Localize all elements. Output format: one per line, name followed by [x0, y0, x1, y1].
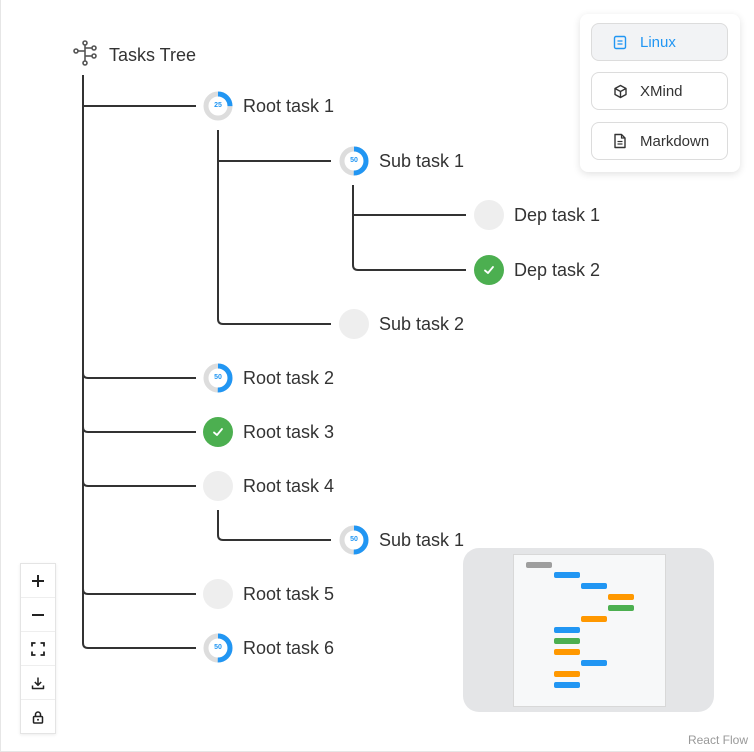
node-label: Sub task 1	[379, 150, 465, 171]
xmind-button[interactable]: XMind	[591, 72, 728, 110]
node-root-task-2[interactable]: 50 Root task 2	[203, 362, 334, 394]
minimap-node	[554, 638, 580, 644]
node-label: Root task 3	[243, 421, 335, 442]
tasks-tree-title[interactable]: Tasks Tree	[73, 40, 196, 71]
status-empty-circle	[203, 579, 233, 609]
check-icon	[474, 255, 504, 285]
linux-button-label: Linux	[640, 33, 676, 51]
flow-controls	[20, 563, 56, 734]
edge-dep2	[352, 215, 466, 271]
node-root-task-5[interactable]: Root task 5	[203, 578, 334, 610]
node-label: Dep task 2	[514, 259, 601, 280]
node-sub-task-2[interactable]: Sub task 2	[339, 308, 464, 340]
node-root-task-3[interactable]: Root task 3	[203, 416, 334, 448]
progress-value: 50	[350, 536, 358, 543]
node-root-task-6[interactable]: 50 Root task 6	[203, 632, 334, 664]
node-root-task-1[interactable]: 25 Root task 1	[203, 90, 334, 122]
xmind-button-label: XMind	[640, 82, 683, 100]
progress-ring: 50	[203, 633, 233, 663]
node-label: Root task 1	[243, 95, 335, 116]
plus-icon	[32, 574, 44, 587]
minus-icon	[32, 613, 44, 616]
tree-icon	[73, 40, 97, 71]
lock-icon	[32, 710, 44, 724]
node-label: Root task 4	[243, 475, 335, 496]
node-label: Root task 2	[243, 367, 335, 388]
edge-root4	[82, 480, 196, 487]
edge-root5	[82, 588, 196, 595]
minimap-node	[581, 583, 607, 589]
minimap-node	[608, 594, 634, 600]
react-flow-attribution[interactable]: React Flow	[687, 733, 748, 747]
progress-value: 25	[214, 102, 222, 109]
status-empty-circle	[203, 471, 233, 501]
fit-view-icon	[31, 641, 45, 656]
node-dep-task-1[interactable]: Dep task 1	[474, 199, 600, 231]
document-icon	[612, 34, 628, 50]
markdown-button[interactable]: Markdown	[591, 122, 728, 160]
markdown-button-label: Markdown	[640, 132, 710, 150]
minimap-node	[608, 605, 634, 611]
minimap-node	[526, 562, 552, 568]
edge-sub1b	[217, 510, 331, 541]
download-icon	[31, 677, 45, 689]
node-label: Root task 6	[243, 637, 335, 658]
minimap-node	[554, 572, 580, 578]
minimap[interactable]	[463, 548, 714, 712]
minimap-node	[581, 660, 607, 666]
zoom-out-button[interactable]	[21, 598, 55, 632]
progress-value: 50	[214, 374, 222, 381]
minimap-node	[554, 649, 580, 655]
node-dep-task-2[interactable]: Dep task 2	[474, 254, 600, 286]
minimap-node	[554, 627, 580, 633]
edge-root3	[82, 426, 196, 433]
progress-ring: 50	[339, 525, 369, 555]
minimap-viewport[interactable]	[513, 554, 666, 707]
node-root-task-4[interactable]: Root task 4	[203, 470, 334, 502]
download-button[interactable]	[21, 666, 55, 700]
linux-button[interactable]: Linux	[591, 23, 728, 61]
file-text-icon	[612, 133, 628, 149]
status-empty-circle	[474, 200, 504, 230]
progress-value: 50	[350, 157, 358, 164]
minimap-node	[581, 616, 607, 622]
minimap-node	[554, 682, 580, 688]
progress-ring: 25	[203, 91, 233, 121]
cube-icon	[612, 83, 628, 99]
progress-ring: 50	[339, 146, 369, 176]
node-label: Sub task 1	[379, 529, 465, 550]
edge-trunk	[82, 75, 196, 649]
node-label: Sub task 2	[379, 313, 465, 334]
export-panel: Linux XMind Markdown	[580, 14, 740, 172]
edge-sub1a	[217, 130, 331, 162]
edge-sub2	[217, 161, 331, 325]
zoom-in-button[interactable]	[21, 564, 55, 598]
check-icon	[203, 417, 233, 447]
node-label: Dep task 1	[514, 204, 601, 225]
node-label: Root task 5	[243, 583, 335, 604]
lock-button[interactable]	[21, 700, 55, 733]
edge-root2	[82, 372, 196, 379]
progress-value: 50	[214, 644, 222, 651]
edge-dep1	[352, 185, 466, 216]
progress-ring: 50	[203, 363, 233, 393]
fit-view-button[interactable]	[21, 632, 55, 666]
minimap-node	[554, 671, 580, 677]
tasks-tree-label: Tasks Tree	[109, 45, 197, 65]
node-sub-task-1b[interactable]: 50 Sub task 1	[339, 524, 464, 556]
node-sub-task-1[interactable]: 50 Sub task 1	[339, 145, 464, 177]
status-empty-circle	[339, 309, 369, 339]
